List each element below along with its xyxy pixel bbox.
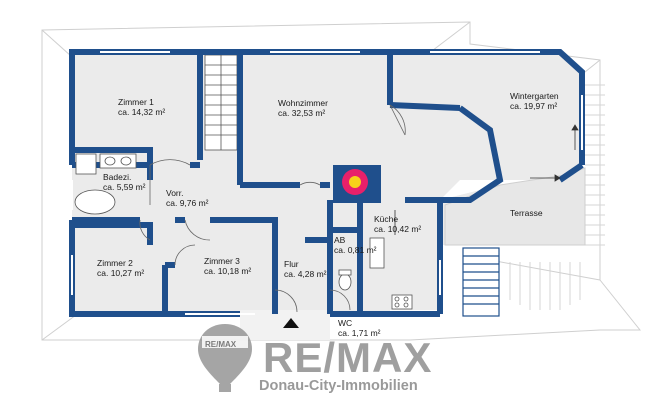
sliding-door-arrows	[394, 124, 579, 235]
toilet	[338, 269, 352, 291]
room-zimmer3: Zimmer 3 ca. 10,18 m²	[204, 256, 251, 276]
shower	[75, 153, 97, 175]
room-name: Wintergarten	[510, 91, 559, 101]
room-area: ca. 32,53 m²	[278, 108, 326, 118]
room-area: ca. 4,28 m²	[284, 269, 327, 279]
room-badezi: Badezi. ca. 5,59 m²	[103, 172, 146, 192]
bathroom-fixtures	[74, 153, 137, 215]
room-wintergarten: Wintergarten ca. 19,97 m²	[510, 91, 559, 111]
room-wc: WC ca. 1,71 m²	[338, 318, 381, 338]
room-name: Zimmer 1	[118, 97, 154, 107]
interior-stairs	[204, 54, 238, 151]
room-name: Terrasse	[510, 208, 543, 218]
windows	[71, 51, 583, 315]
room-area: ca. 10,27 m²	[97, 268, 145, 278]
room-name: Zimmer 2	[97, 258, 133, 268]
doors	[139, 104, 406, 313]
kitchen-fixtures	[369, 237, 413, 310]
remax-watermark: RE/MAX Donau-City-Immobilien	[255, 336, 465, 396]
room-area: ca. 1,71 m²	[338, 328, 381, 338]
fireplace	[333, 165, 381, 203]
room-ab: AB ca. 0,81 m²	[334, 235, 377, 255]
room-kueche: Küche ca. 10,42 m²	[374, 214, 421, 234]
terrace-area	[444, 167, 586, 246]
room-area: ca. 19,97 m²	[510, 101, 558, 111]
room-area: ca. 14,32 m²	[118, 107, 166, 117]
remax-balloon-logo	[198, 324, 252, 392]
room-name: Flur	[284, 259, 299, 269]
bathtub	[74, 189, 116, 215]
remax-logo-text: RE/MAX	[263, 334, 433, 381]
room-terrasse: Terrasse	[510, 208, 543, 218]
terrace-stairs	[462, 247, 500, 317]
room-vorr: Vorr. ca. 9,76 m²	[166, 188, 209, 208]
exterior-railing	[509, 84, 605, 310]
room-flur: Flur ca. 4,28 m²	[284, 259, 327, 279]
room-area: ca. 9,76 m²	[166, 198, 209, 208]
room-area: ca. 10,18 m²	[204, 266, 252, 276]
room-zimmer2: Zimmer 2 ca. 10,27 m²	[97, 258, 144, 278]
room-name: WC	[338, 318, 353, 328]
room-zimmer1: Zimmer 1 ca. 14,32 m²	[118, 97, 165, 117]
room-name: Vorr.	[166, 188, 184, 198]
room-name: AB	[334, 235, 346, 245]
room-name: Wohnzimmer	[278, 98, 328, 108]
agency-name: Donau-City-Immobilien	[259, 378, 418, 394]
room-area: ca. 0,81 m²	[334, 245, 377, 255]
room-wohnzimmer: Wohnzimmer ca. 32,53 m²	[278, 98, 328, 118]
room-area: ca. 5,59 m²	[103, 182, 146, 192]
room-name: Küche	[374, 214, 399, 224]
room-name: Badezi.	[103, 172, 132, 182]
room-name: Zimmer 3	[204, 256, 240, 266]
entrance-arrow-icon	[283, 318, 299, 328]
room-area: ca. 10,42 m²	[374, 224, 422, 234]
balloon-logo-text: RE/MAX	[205, 340, 237, 349]
